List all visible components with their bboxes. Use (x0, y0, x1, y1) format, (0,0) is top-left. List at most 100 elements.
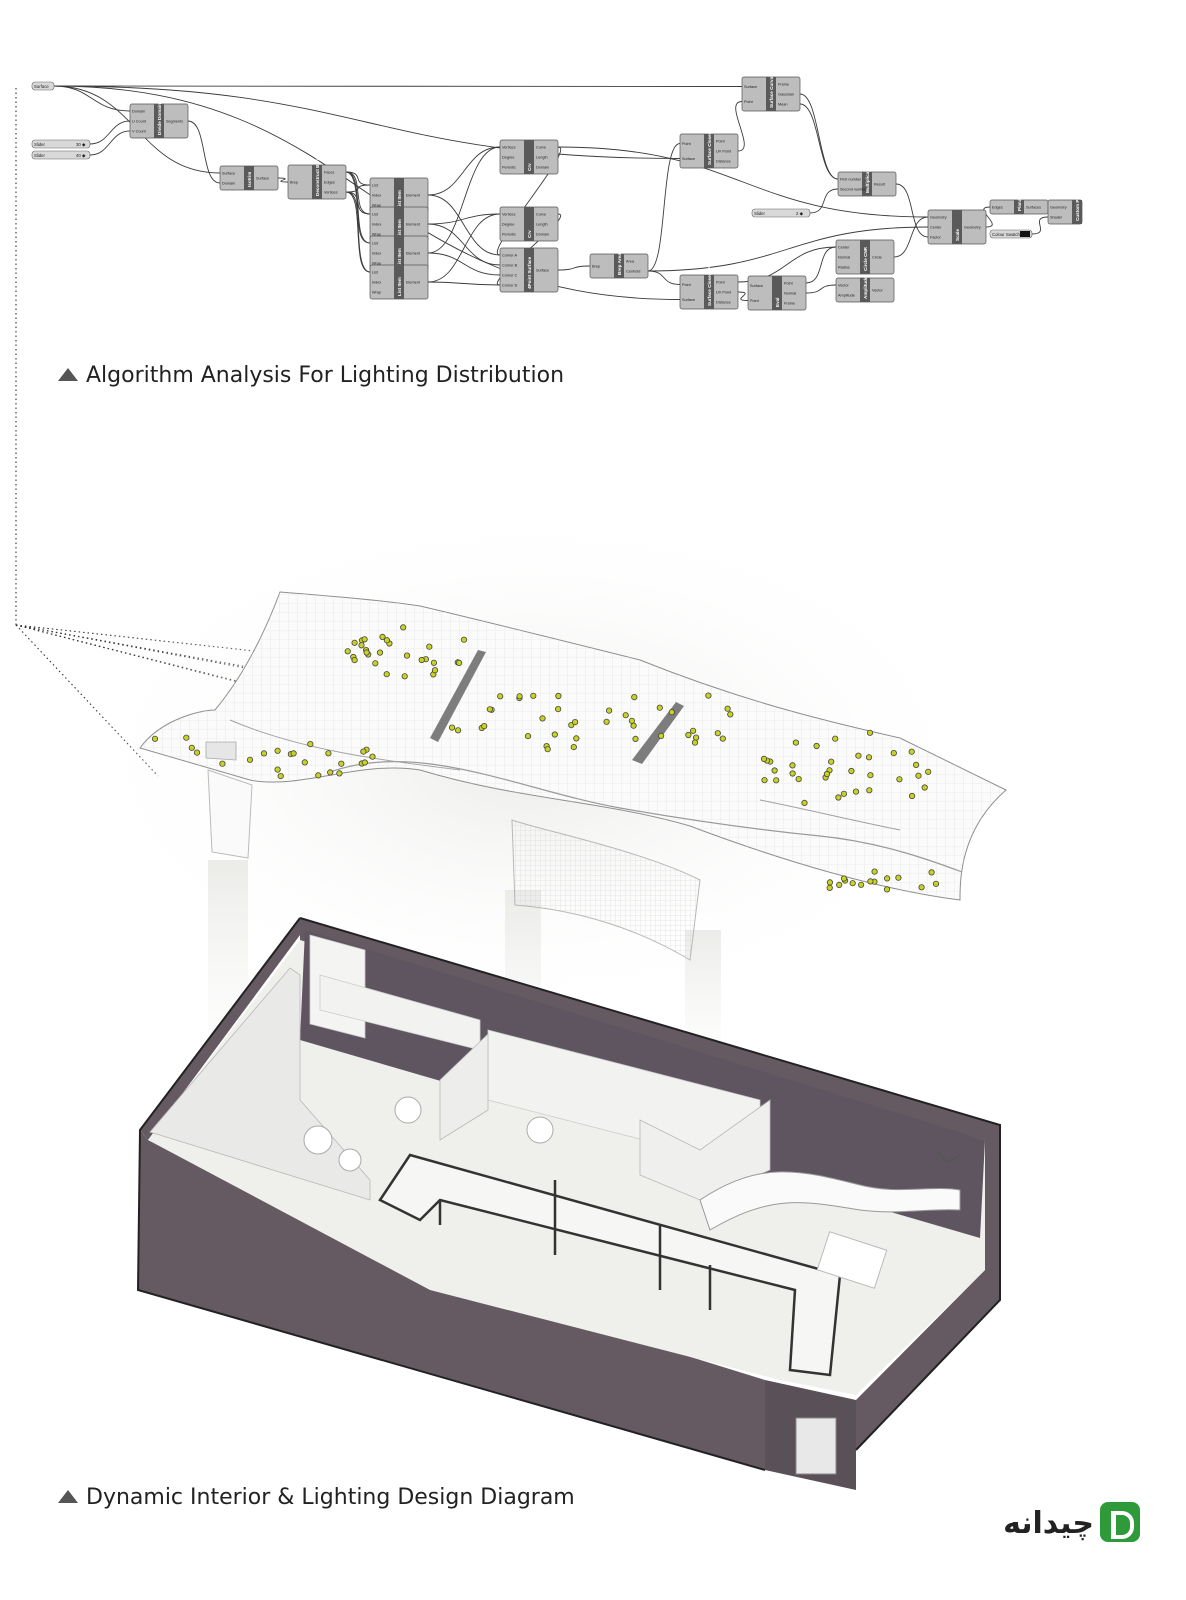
entry-door[interactable] (795, 1417, 837, 1475)
light-point (883, 886, 891, 893)
svg-text:Surfaces: Surfaces (1026, 206, 1041, 210)
svg-text:List Item: List Item (397, 190, 402, 209)
ceiling-drop-panel (511, 819, 701, 961)
light-point (571, 718, 579, 726)
gh-component-surface-closest-point[interactable]: Surface Closest PointPointSurfacePointUV… (679, 117, 739, 169)
light-point (363, 649, 370, 656)
light-point (151, 735, 159, 742)
svg-text:Amplitude: Amplitude (863, 276, 868, 299)
light-point (828, 758, 835, 765)
dental-chair (303, 1125, 333, 1155)
light-point (544, 746, 551, 753)
svg-text:Shader: Shader (1050, 216, 1063, 220)
wires (53, 85, 1055, 301)
partition-room-2 (439, 1033, 489, 1141)
light-point (865, 754, 873, 761)
light-point (867, 878, 874, 885)
light-point (360, 748, 367, 755)
svg-text:Corner A: Corner A (502, 254, 517, 258)
input-colour-swatch[interactable]: Colour Swatch (989, 229, 1033, 239)
svg-text:Frame: Frame (784, 302, 795, 306)
light-point (379, 633, 386, 641)
svg-text:Geometry: Geometry (930, 216, 947, 220)
caption-text: Dynamic Interior & Lighting Design Diagr… (86, 1485, 575, 1510)
room-left-wall (140, 918, 300, 1140)
svg-text:Element: Element (406, 223, 421, 227)
light-point (908, 792, 916, 800)
svg-text:Length: Length (536, 156, 548, 160)
svg-text:Surface Closest Point: Surface Closest Point (707, 258, 712, 306)
svg-text:Centroid: Centroid (626, 270, 640, 274)
light-point (895, 874, 902, 881)
svg-text:Point: Point (682, 283, 692, 287)
light-point (789, 762, 796, 769)
svg-text:Faces: Faces (324, 171, 334, 175)
svg-text:Wrap: Wrap (372, 233, 381, 237)
svg-text:Colour Swatch: Colour Swatch (992, 232, 1021, 237)
svg-text:Surface: Surface (256, 177, 269, 181)
light-point (792, 739, 800, 746)
light-point (840, 790, 848, 797)
light-point (761, 777, 768, 784)
svg-text:Brep: Brep (592, 265, 600, 269)
gh-component-crv[interactable]: CrvVerticesDegreePeriodicCurveLengthDoma… (499, 139, 559, 175)
light-point (719, 735, 726, 742)
svg-text:Isotrim: Isotrim (247, 172, 252, 187)
light-point (516, 693, 523, 700)
gh-component-crv[interactable]: CrvVerticesDegreePeriodicCurveLengthDoma… (499, 206, 559, 242)
svg-text:30 ◆: 30 ◆ (76, 142, 86, 147)
svg-text:First number: First number (840, 178, 862, 182)
svg-text:Circle: Circle (872, 256, 882, 260)
light-point (555, 692, 562, 700)
svg-text:Point: Point (682, 142, 692, 146)
svg-text:Multiplication: Multiplication (865, 163, 870, 193)
gh-component-surface-closest-point[interactable]: Surface Closest PointPointSurfacePointUV… (679, 258, 739, 310)
light-point (358, 642, 365, 649)
svg-text:Vertices: Vertices (324, 191, 338, 195)
svg-text:Domain: Domain (536, 233, 549, 237)
svg-text:Surface: Surface (222, 172, 235, 176)
light-point (193, 749, 201, 756)
light-point (361, 636, 368, 643)
svg-text:Point: Point (750, 299, 760, 303)
svg-text:Element: Element (406, 252, 421, 256)
svg-text:Domain: Domain (222, 182, 235, 186)
input-surface[interactable]: Surface (31, 81, 55, 91)
svg-text:Crv: Crv (527, 163, 532, 171)
svg-text:Surface: Surface (744, 85, 757, 89)
svg-text:Brep: Brep (290, 181, 298, 185)
svg-text:Index: Index (372, 281, 381, 285)
light-point (714, 730, 721, 737)
light-points (151, 624, 940, 893)
svg-text:Surface Closest Point: Surface Closest Point (707, 117, 712, 165)
light-point (705, 692, 712, 699)
light-point (685, 731, 692, 739)
light-point (657, 732, 665, 740)
svg-text:Distance: Distance (716, 160, 731, 164)
light-point (188, 744, 195, 751)
site-logo[interactable]: چیدانه (982, 1500, 1142, 1550)
svg-text:Slider: Slider (34, 153, 46, 158)
gh-component-surface-curvature[interactable]: Surface CurvatureSurfacePointFrameGaussi… (741, 68, 801, 112)
light-point (307, 740, 314, 748)
